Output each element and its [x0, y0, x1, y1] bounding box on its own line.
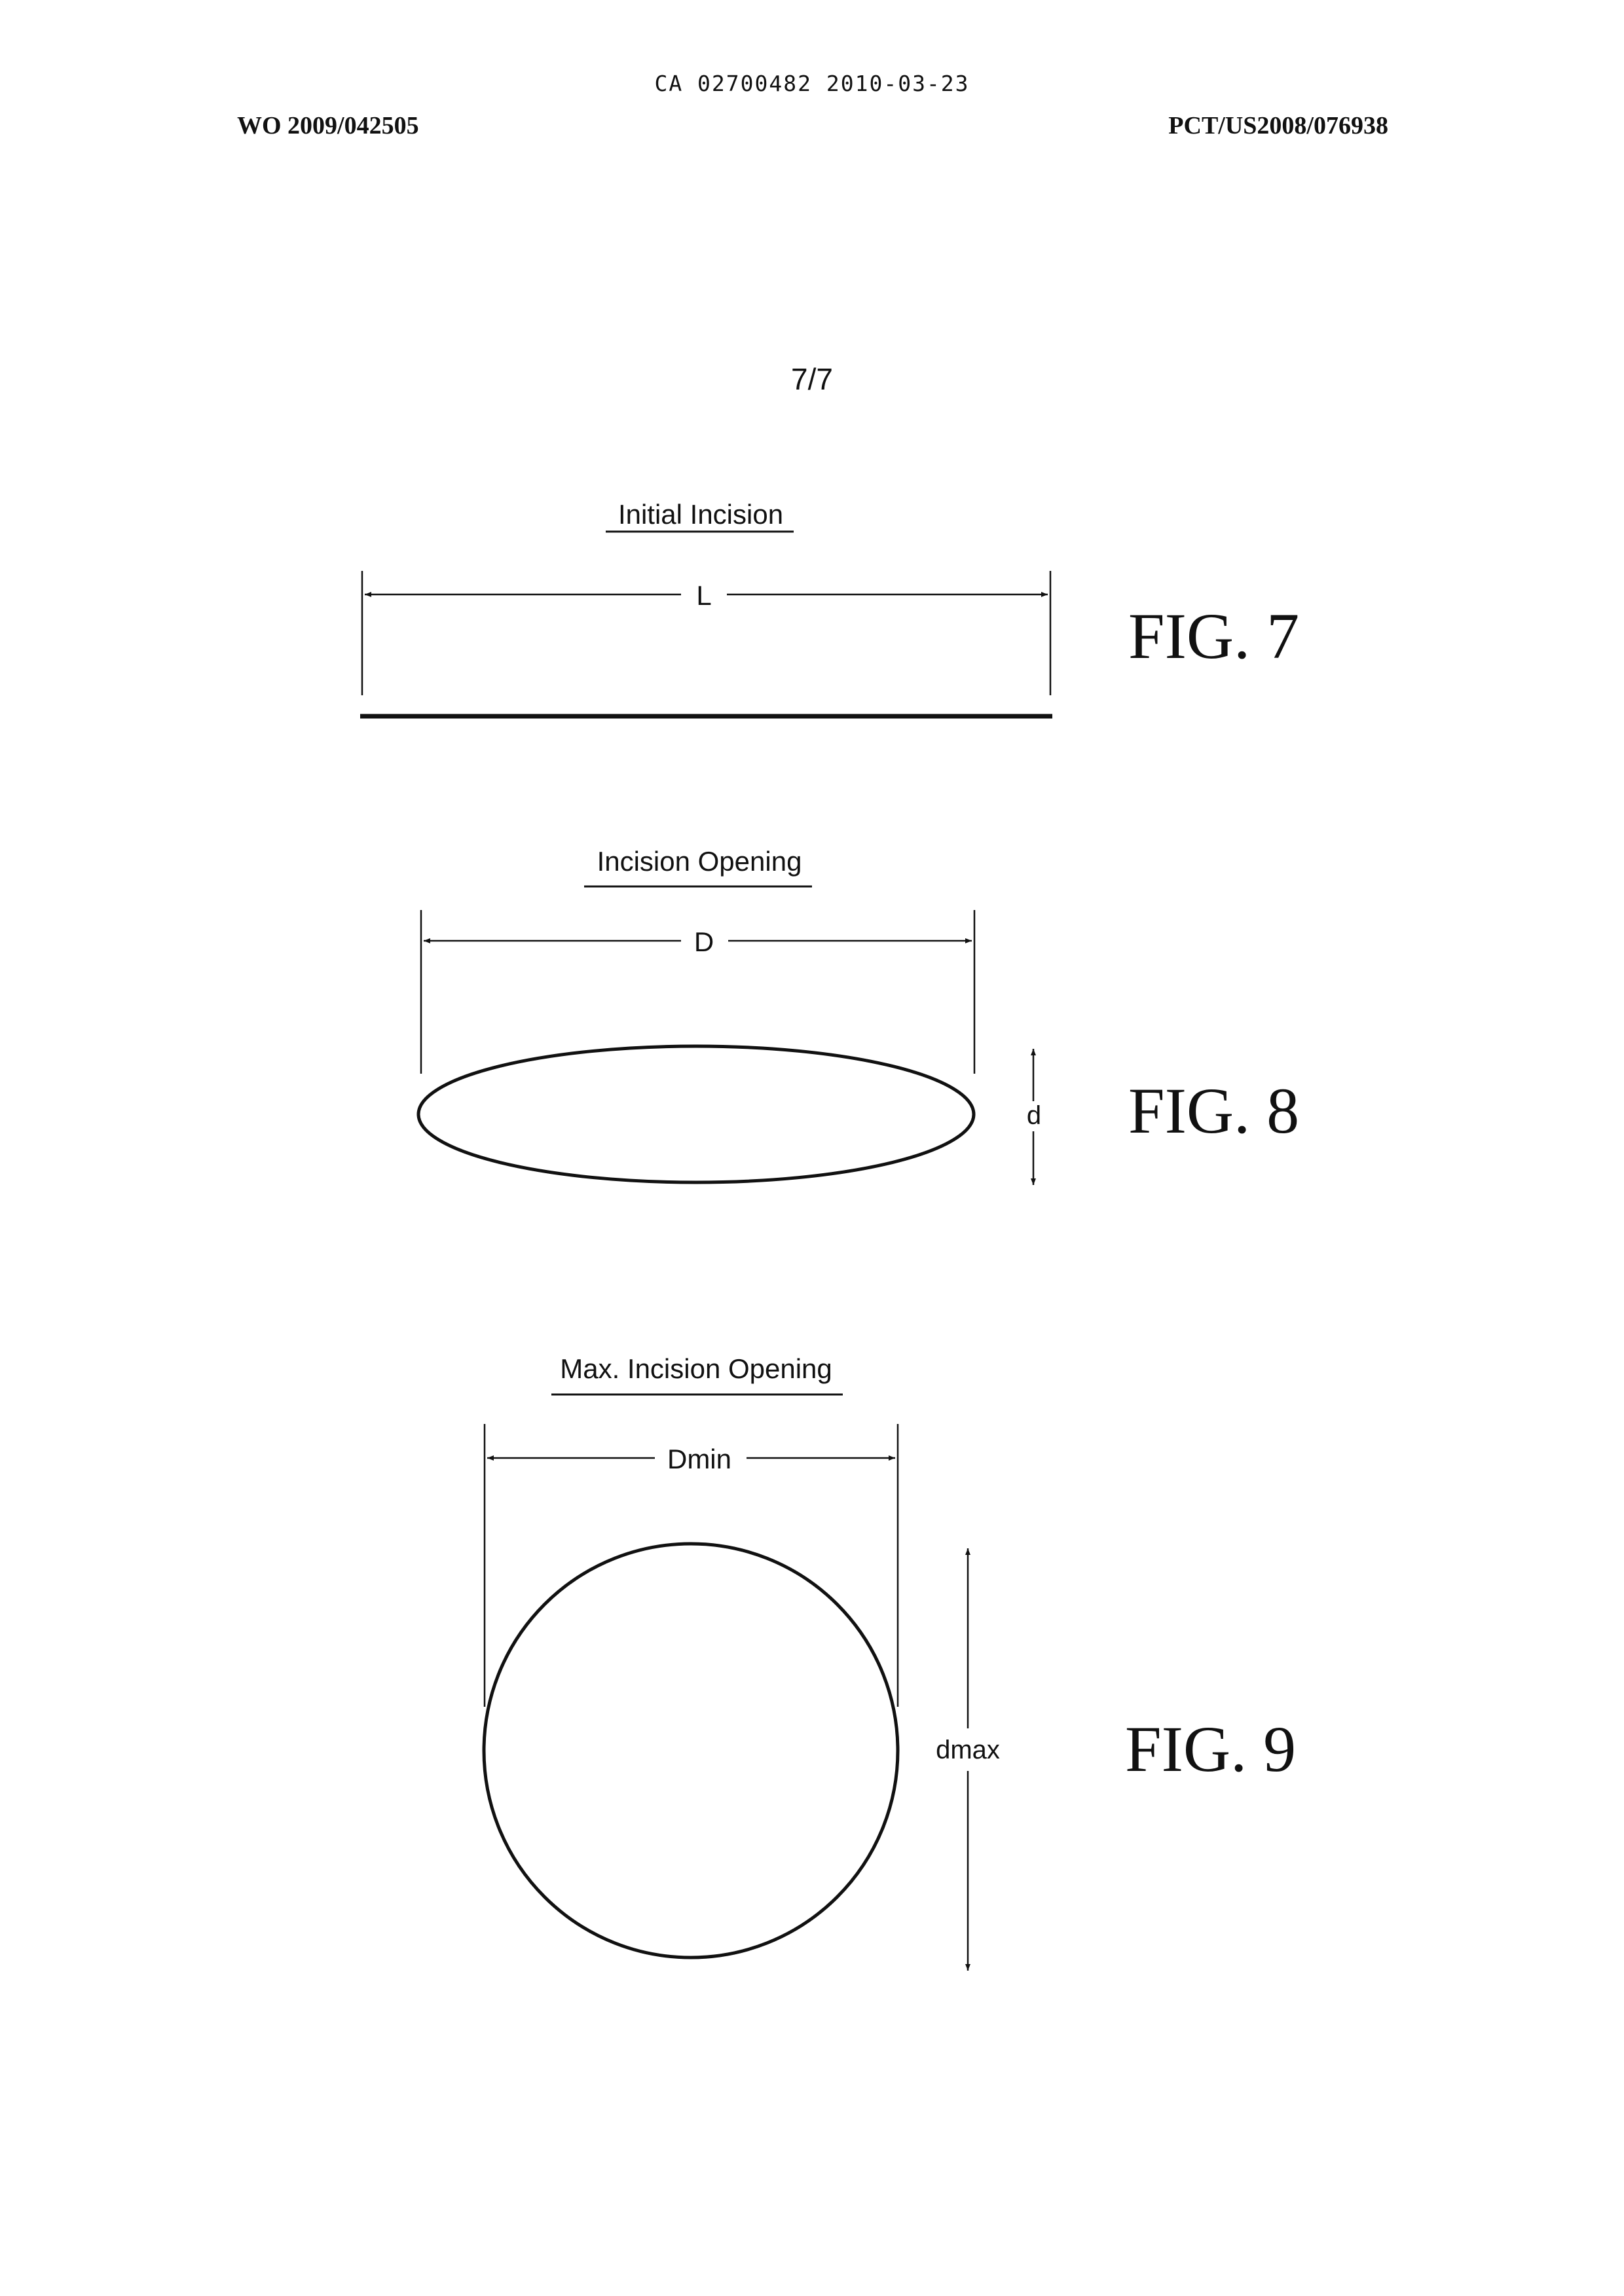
figure-7: Initial Incision L FIG. 7	[360, 499, 1299, 716]
fig8-dimension-label: D	[694, 926, 714, 957]
fig7-title: Initial Incision	[618, 499, 783, 530]
fig9-title: Max. Incision Opening	[560, 1353, 832, 1384]
fig7-dimension-label: L	[696, 580, 711, 611]
fig7-caption: FIG. 7	[1128, 600, 1299, 672]
figure-9: Max. Incision Opening Dmin dmax FIG. 9	[484, 1353, 1296, 1971]
fig9-height-label: dmax	[936, 1736, 1000, 1764]
fig9-dimension-label: Dmin	[667, 1444, 731, 1474]
fig8-incision-ellipse	[418, 1046, 974, 1182]
fig8-height-label: d	[1027, 1101, 1041, 1130]
fig9-incision-circle	[484, 1544, 898, 1958]
figure-8: Incision Opening D d FIG. 8	[418, 846, 1299, 1185]
fig8-title: Incision Opening	[597, 846, 802, 877]
fig8-caption: FIG. 8	[1128, 1074, 1299, 1147]
fig9-caption: FIG. 9	[1125, 1713, 1296, 1785]
